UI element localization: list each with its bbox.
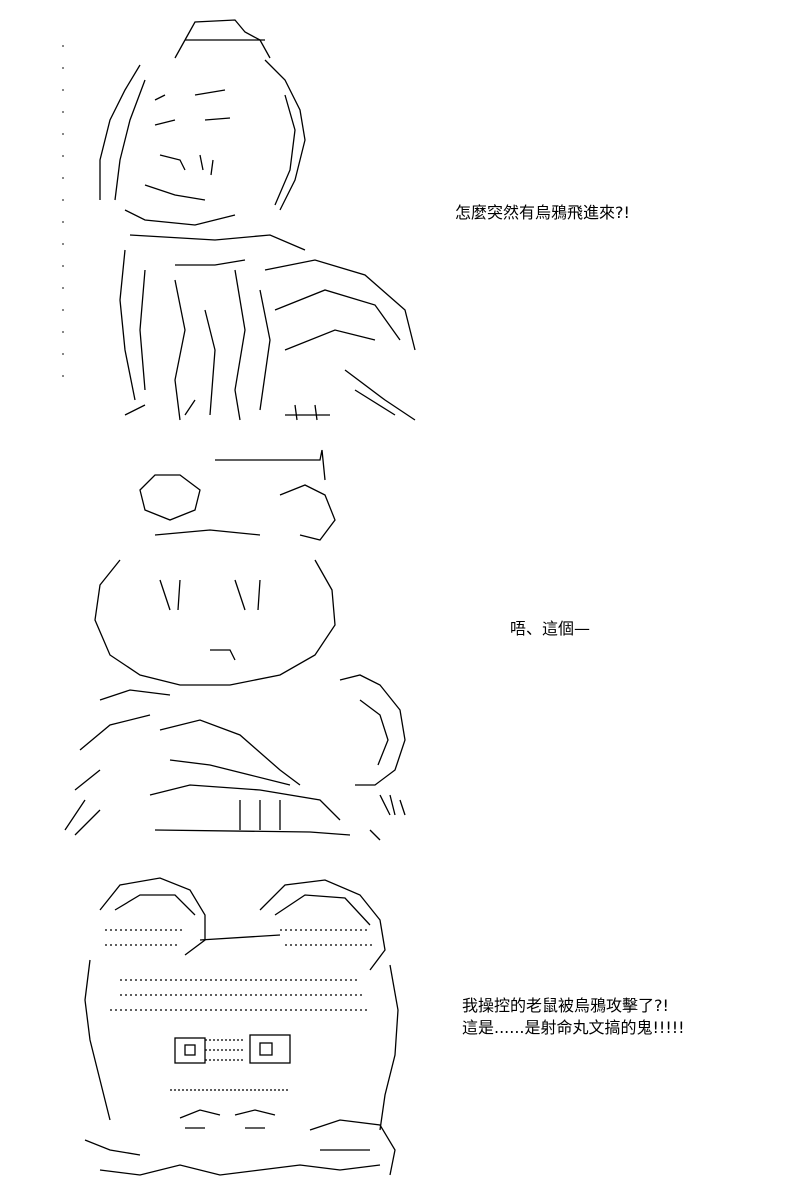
caption-line: 我操控的老鼠被烏鴉攻擊了?! xyxy=(462,996,669,1015)
caption-line: 怎麼突然有烏鴉飛進來?! xyxy=(455,203,630,222)
caption-line: 唔、這個— xyxy=(510,619,591,638)
margin-dots xyxy=(62,45,66,397)
mouse-character-ascii-art xyxy=(60,440,425,850)
caption-line: 這是......是射命丸文搞的鬼!!!!! xyxy=(462,1018,685,1037)
panel-1: 怎麼突然有烏鴉飛進來?! xyxy=(0,0,800,440)
caption-3: 我操控的老鼠被烏鴉攻擊了?! 這是......是射命丸文搞的鬼!!!!! xyxy=(462,995,685,1039)
caption-1: 怎麼突然有烏鴉飛進來?! xyxy=(455,202,630,224)
caption-2: 唔、這個— xyxy=(510,618,590,640)
panel-3: 我操控的老鼠被烏鴉攻擊了?! 這是......是射命丸文搞的鬼!!!!! xyxy=(0,860,800,1200)
panel-2: 唔、這個— xyxy=(0,440,800,860)
character-ascii-art xyxy=(85,10,430,430)
mouse-closeup-ascii-art xyxy=(80,870,410,1190)
